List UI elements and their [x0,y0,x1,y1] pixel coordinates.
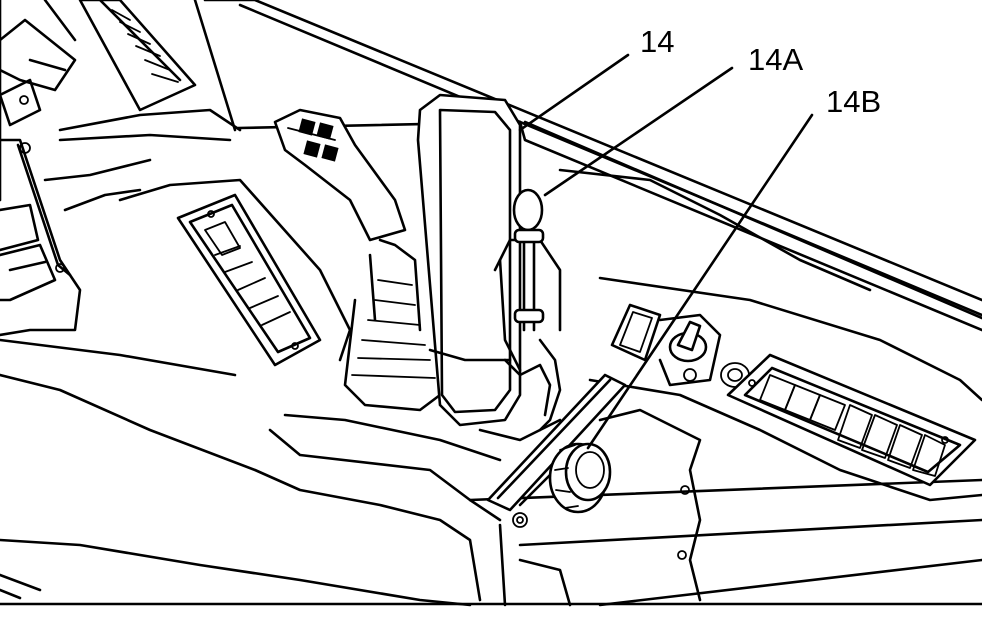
switch-panel [610,303,750,388]
rotary-knob-14b [486,373,627,528]
console-air-vent [118,178,352,367]
left-console [0,0,482,607]
leader-14 [518,53,630,132]
dashboard-panel [203,0,982,607]
lower-panel [0,408,982,607]
knob-14a [512,188,545,332]
armrest-control-14 [416,93,562,442]
callout-label-14a: 14A [748,42,803,77]
leader-14a [543,66,734,197]
dashboard-air-vent [726,353,977,487]
left-joystick [268,108,502,522]
callout-label-14b: 14B [826,84,881,119]
leader-14b [586,113,814,450]
callout-labels: 14 14A 14B [640,24,881,119]
callout-label-14: 14 [640,24,674,59]
upper-air-vent [43,0,242,212]
callout-leaders [518,53,814,450]
